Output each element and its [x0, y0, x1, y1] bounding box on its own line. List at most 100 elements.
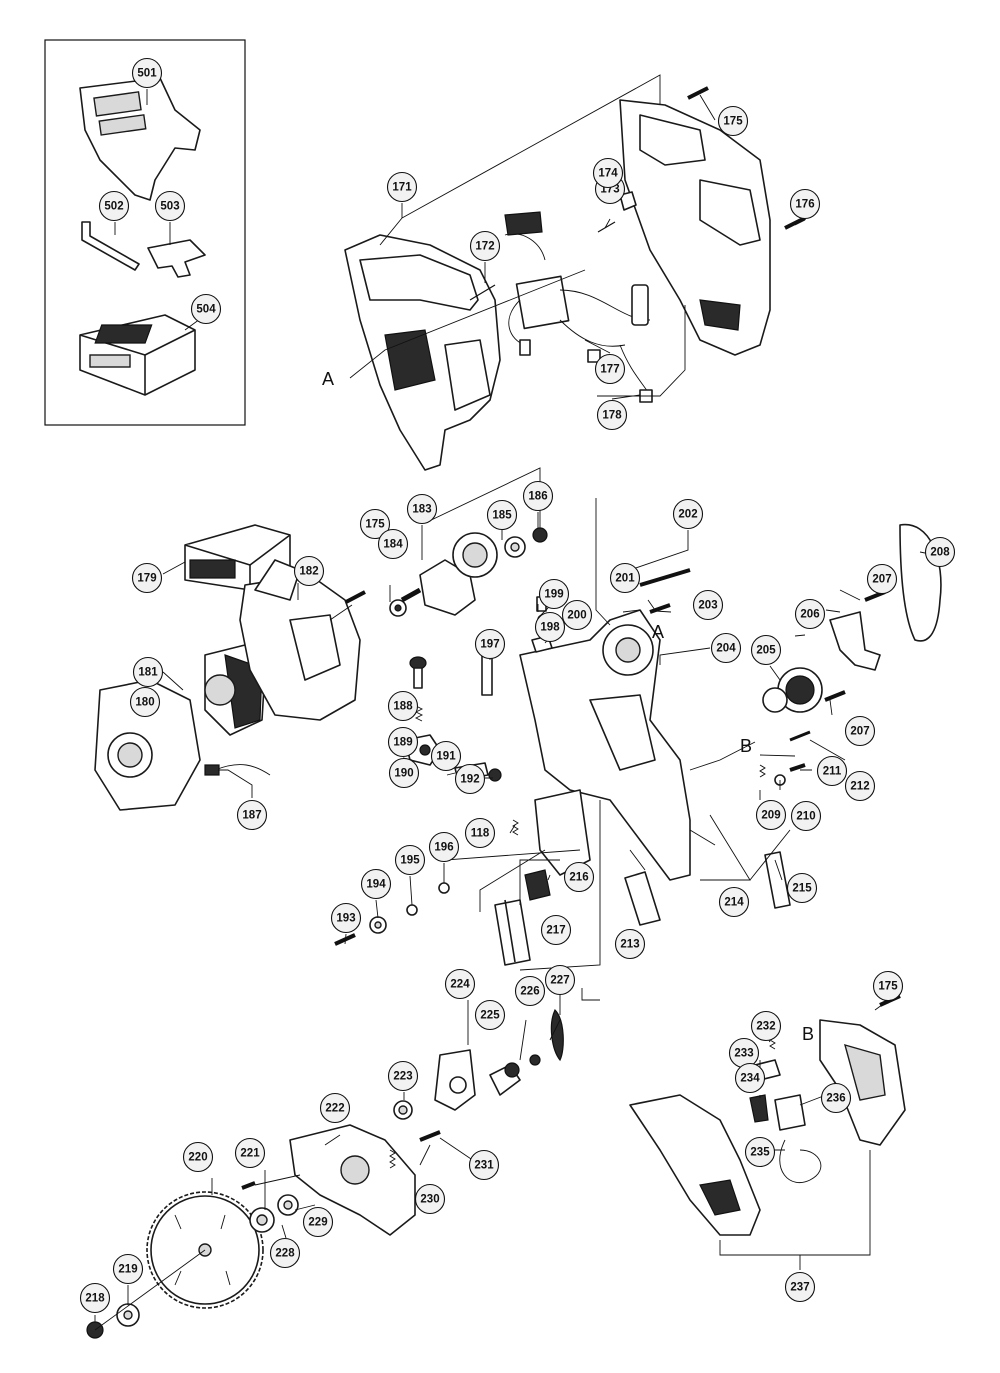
washer-229-illustration	[277, 1194, 299, 1216]
housing-left-half-illustration	[344, 234, 501, 471]
switch-wiring-illustration	[504, 211, 653, 403]
callout-219: 219	[112, 1253, 144, 1285]
screw-173-illustration	[597, 221, 616, 233]
ref-letter-b-mid: B	[740, 736, 752, 756]
callout-189: 189	[387, 726, 419, 758]
ref-letter-a-mid: A	[652, 622, 664, 642]
callout-190: 190	[388, 757, 420, 789]
housing-right-half-illustration	[619, 99, 771, 356]
callout-label: 235	[750, 1147, 770, 1159]
spring-230-illustration	[389, 1149, 396, 1169]
callout-198: 198	[534, 611, 566, 643]
callout-label: 224	[450, 979, 470, 991]
callout-label: 503	[160, 201, 179, 213]
screw-175-top-illustration	[687, 86, 709, 100]
callout-label: 207	[872, 574, 891, 586]
callout-233: 233	[728, 1037, 760, 1069]
screw-172-illustration	[469, 284, 496, 301]
callout-201: 201	[609, 562, 641, 594]
callout-label: 221	[240, 1148, 260, 1160]
armature-illustration	[400, 532, 498, 616]
callout-236: 236	[820, 1082, 852, 1114]
callout-215: 215	[786, 872, 818, 904]
bracket-206-illustration	[829, 611, 881, 671]
callout-195: 195	[394, 844, 426, 876]
callout-186: 186	[522, 480, 554, 512]
callout-label: 194	[366, 879, 386, 891]
callout-label: 230	[420, 1194, 439, 1206]
callout-185: 185	[486, 499, 518, 531]
screw-176-illustration	[784, 216, 806, 230]
callout-label: 217	[546, 925, 565, 937]
callout-label: 207	[850, 726, 869, 738]
callout-180: 180	[129, 686, 161, 718]
callout-174: 174	[592, 157, 624, 189]
callout-171: 171	[386, 171, 418, 203]
callout-211: 211	[816, 755, 848, 787]
callout-228: 228	[269, 1237, 301, 1269]
dust-bag-illustration	[79, 77, 201, 201]
callout-label: 172	[475, 241, 494, 253]
callout-label: 213	[620, 939, 639, 951]
callout-178: 178	[596, 399, 628, 431]
callout-175: 175	[717, 105, 749, 137]
callout-175: 175	[872, 970, 904, 1002]
callout-184: 184	[377, 528, 409, 560]
callout-235: 235	[744, 1136, 776, 1168]
callout-label: 222	[325, 1103, 344, 1115]
callout-label: 227	[550, 975, 569, 987]
callout-label: 205	[756, 645, 776, 657]
ring-195-illustration	[406, 904, 418, 916]
callout-label: 502	[104, 201, 123, 213]
callout-label: 220	[188, 1152, 207, 1164]
callout-label: 192	[460, 774, 479, 786]
callout-197: 197	[474, 628, 506, 660]
callout-label: 189	[393, 737, 412, 749]
callout-label: 186	[528, 491, 547, 503]
callout-label: 219	[118, 1264, 137, 1276]
guard-217-illustration	[494, 899, 531, 966]
bracket-224-illustration	[434, 1049, 476, 1111]
accessory-box	[44, 39, 246, 426]
callout-216: 216	[563, 861, 595, 893]
callout-175: 175	[359, 508, 391, 540]
callout-label: 175	[365, 519, 385, 531]
callout-label: 198	[540, 622, 560, 634]
plate-213-illustration	[624, 871, 661, 926]
callout-label: 188	[393, 701, 413, 713]
callout-118: 118	[464, 817, 496, 849]
spring-209-illustration	[759, 764, 766, 778]
callout-223: 223	[387, 1060, 419, 1092]
callout-label: 203	[698, 600, 717, 612]
callout-label: 185	[492, 510, 512, 522]
callout-187: 187	[236, 799, 268, 831]
screw-207-bottom-illustration	[824, 690, 846, 702]
callout-209: 209	[755, 799, 787, 831]
callout-207: 207	[866, 563, 898, 595]
callout-196: 196	[428, 831, 460, 863]
callout-label: 179	[137, 573, 156, 585]
callout-label: 190	[394, 768, 413, 780]
callout-504: 504	[190, 293, 222, 325]
callout-label: 184	[383, 539, 403, 551]
wire-lead-187-illustration	[204, 764, 271, 776]
callout-192: 192	[454, 763, 486, 795]
callout-194: 194	[360, 868, 392, 900]
callout-193: 193	[330, 902, 362, 934]
shaft-202-illustration	[639, 568, 691, 587]
callout-label: 218	[85, 1293, 105, 1305]
motor-housing-illustration	[239, 559, 361, 721]
callout-label: 200	[567, 610, 586, 622]
callout-226: 226	[514, 975, 546, 1007]
callout-label: 181	[138, 667, 158, 679]
screw-203-illustration	[649, 603, 671, 614]
callout-210: 210	[790, 800, 822, 832]
callout-label: 208	[930, 547, 950, 559]
callout-220: 220	[182, 1141, 214, 1173]
callout-label: 206	[800, 609, 819, 621]
callout-183: 183	[406, 493, 438, 525]
callout-label: 178	[602, 410, 622, 422]
callout-182: 182	[293, 555, 325, 587]
pulley-204-illustration	[762, 667, 823, 713]
callout-232: 232	[750, 1010, 782, 1042]
